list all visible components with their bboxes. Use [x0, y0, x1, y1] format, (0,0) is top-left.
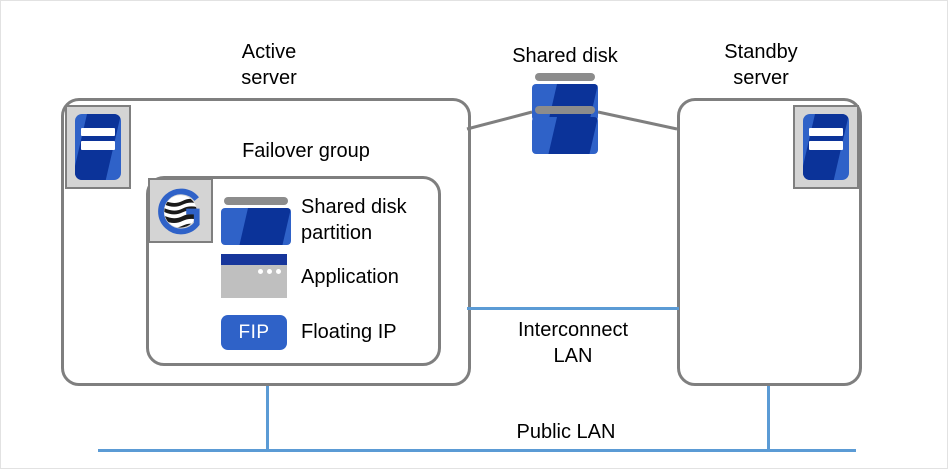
failover-group-title: Failover group	[242, 140, 370, 162]
server-icon-bar-top	[809, 127, 843, 137]
shared-disk-icon-top	[532, 73, 598, 121]
application-dot-1	[258, 268, 263, 274]
disk-icon-body	[532, 84, 598, 121]
expresscluster-g-logo-icon	[148, 178, 213, 243]
application-titlebar	[221, 254, 287, 266]
active-server-title: Active server	[241, 41, 297, 89]
shared-disk-partition-icon	[221, 197, 291, 245]
floating-ip-label: Floating IP	[301, 321, 397, 343]
shared-disk-to-active-server-line	[466, 110, 533, 131]
shared-disk-to-standby-server-line	[597, 110, 678, 131]
public-lan-line	[98, 449, 856, 452]
application-window-icon	[221, 254, 287, 298]
standby-server-box	[677, 98, 862, 386]
disk-icon-cap	[223, 197, 289, 206]
interconnect-lan-line	[467, 307, 679, 310]
application-dot-2	[267, 268, 272, 274]
disk-icon-body	[532, 117, 598, 154]
standby-server-icon	[793, 105, 859, 189]
application-label: Application	[301, 266, 399, 288]
disk-icon-cap	[534, 73, 596, 82]
public-lan-drop-active	[266, 386, 269, 451]
disk-icon-body	[221, 208, 291, 245]
application-dot-3	[276, 268, 281, 274]
server-icon-body	[803, 114, 849, 180]
server-icon-bar-top	[81, 127, 115, 137]
standby-server-title: Standby server	[724, 41, 798, 89]
shared-disk-partition-label: Shared disk partition	[301, 196, 407, 244]
public-lan-drop-standby	[767, 386, 770, 451]
server-icon-body	[75, 114, 121, 180]
failover-group-box	[146, 176, 441, 366]
interconnect-lan-label: Interconnect LAN	[517, 319, 629, 367]
g-logo-glyph	[158, 188, 200, 235]
active-server-box	[61, 98, 471, 386]
public-lan-label: Public LAN	[516, 421, 616, 443]
disk-icon-shade	[548, 117, 598, 154]
shared-disk-title: Shared disk	[512, 45, 618, 67]
active-server-icon	[65, 105, 131, 189]
disk-icon-shade	[239, 208, 291, 245]
disk-icon-cap	[534, 106, 596, 115]
floating-ip-chip-icon: FIP	[221, 315, 287, 350]
shared-disk-icon-bottom	[532, 106, 598, 154]
server-icon-bar-bottom	[809, 141, 843, 150]
server-icon-bar-bottom	[81, 141, 115, 150]
